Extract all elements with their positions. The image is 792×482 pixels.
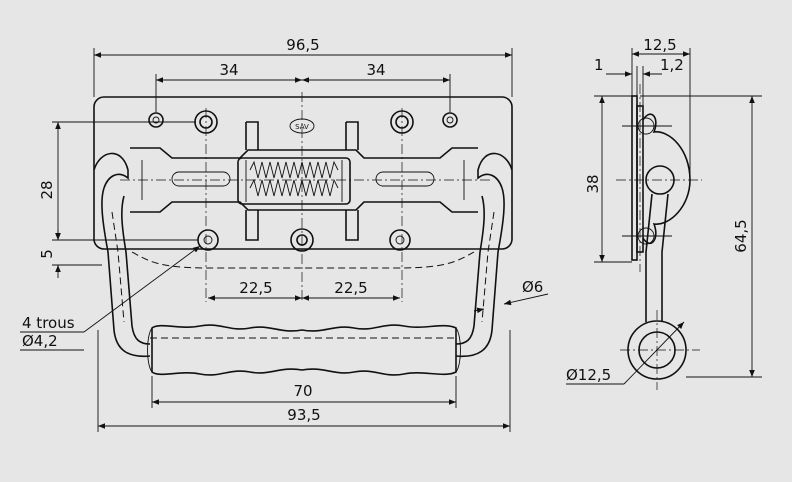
side-dimension-lines [566,48,762,385]
dim-wire-diameter: Ø6 [522,278,543,296]
dim-handle-width: 93,5 [287,406,320,424]
spring-housing [237,157,351,205]
slot-right [375,171,435,187]
spring [249,160,339,179]
side-handle-arm [645,193,669,322]
dim-overall-width: 96,5 [286,36,319,54]
dimension-lines [20,48,549,432]
mounting-hole [442,112,458,128]
maker-logo: SAV [295,123,309,131]
dim-side-overall: 64,5 [732,219,750,252]
handle-wire [101,187,505,358]
dim-hole-spacing-right: 34 [366,61,385,79]
dim-holes-count: 4 trous [22,314,75,332]
dim-holes-diameter: Ø4,2 [22,332,58,350]
dim-hole-spacing-left: 34 [219,61,238,79]
dim-side-offset: 1,2 [660,56,684,74]
mounting-hole [148,112,164,128]
grip [151,324,457,376]
dim-height-28: 28 [38,180,56,199]
dim-side-total: 12,5 [643,36,676,54]
dim-offset-5: 5 [38,249,56,259]
dimension-labels: 96,5 34 34 28 5 22,5 22,5 Ø6 4 trous Ø4,… [22,36,750,424]
dim-bottom-spacing-right: 22,5 [334,279,367,297]
slot-left [171,171,231,187]
dim-grip-diameter: Ø12,5 [566,366,611,384]
dim-grip-length: 70 [293,382,312,400]
dim-side-plate: 1 [594,56,604,74]
front-view: SAV [93,92,513,376]
mounting-hole [197,229,219,251]
dim-side-height: 38 [584,174,602,193]
mounting-hole [389,229,411,251]
dim-bottom-spacing-left: 22,5 [239,279,272,297]
base-plate [93,96,513,250]
side-view [616,84,702,390]
